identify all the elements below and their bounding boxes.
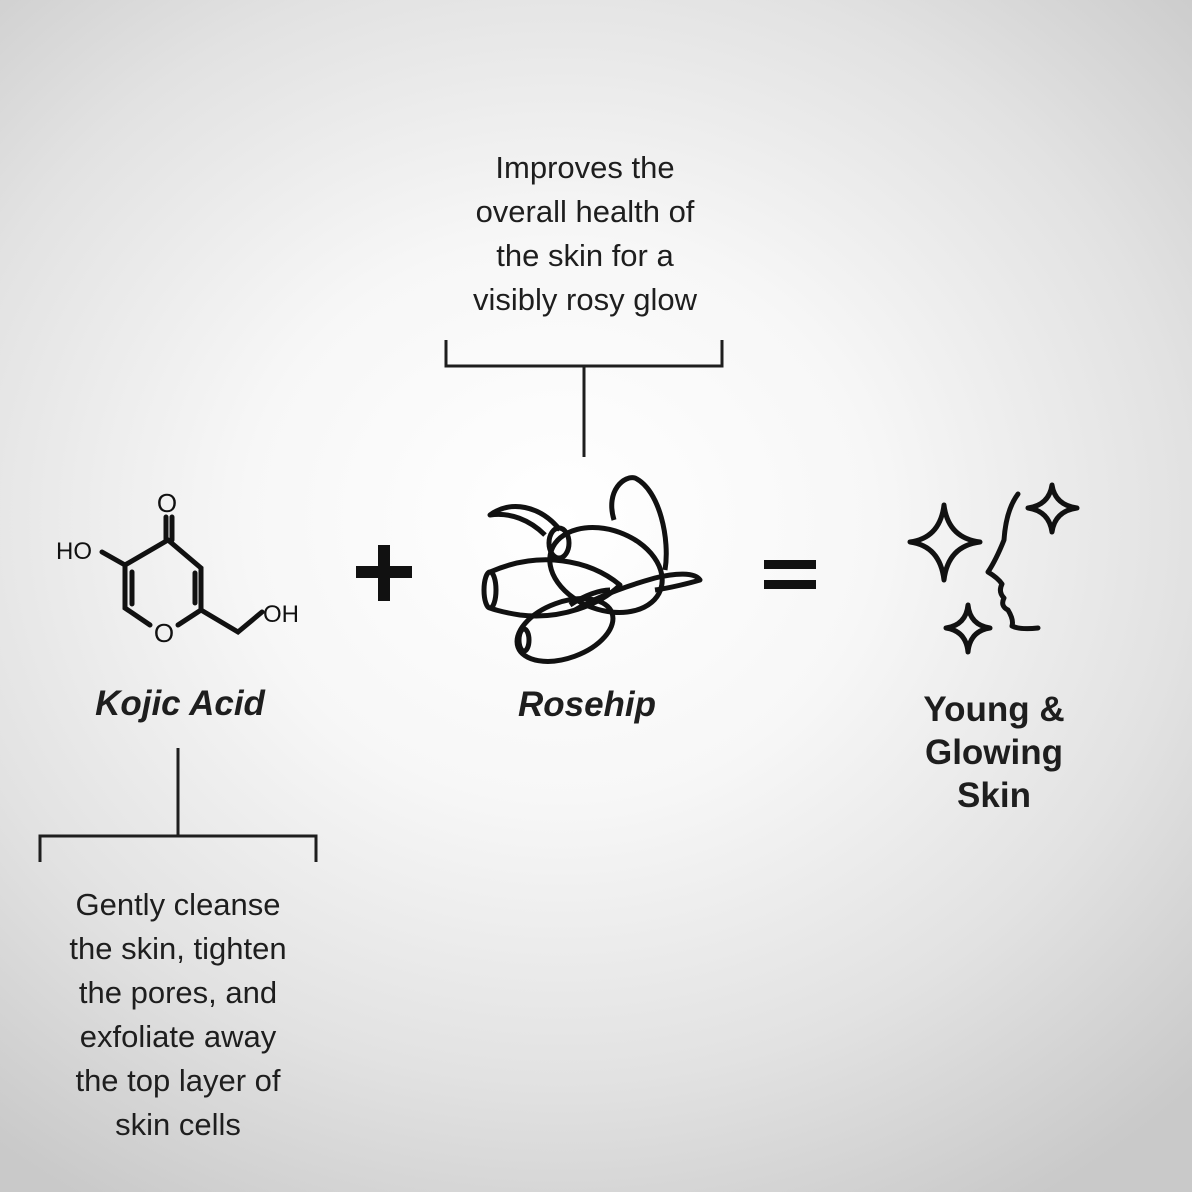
top-bracket bbox=[444, 340, 724, 457]
equals-icon bbox=[764, 560, 816, 589]
rosehip-label: Rosehip bbox=[517, 685, 657, 724]
kojic-acid-molecule-icon: O O HO OH bbox=[56, 488, 299, 648]
rosehip-description: Improves the overall health of the skin … bbox=[473, 150, 697, 317]
rosehip-icon bbox=[481, 475, 703, 664]
svg-text:HO: HO bbox=[56, 538, 92, 565]
kojic-acid-label: Kojic Acid bbox=[95, 684, 265, 723]
bottom-bracket bbox=[38, 748, 318, 862]
svg-text:O: O bbox=[154, 618, 174, 648]
sparkle-face-icon bbox=[907, 482, 1080, 655]
plus-icon bbox=[356, 545, 412, 601]
svg-text:OH: OH bbox=[263, 601, 299, 628]
result-label: Young & Glowing Skin bbox=[923, 690, 1065, 815]
kojic-acid-description: Gently cleanse the skin, tighten the por… bbox=[69, 887, 287, 1142]
svg-text:O: O bbox=[157, 488, 177, 518]
